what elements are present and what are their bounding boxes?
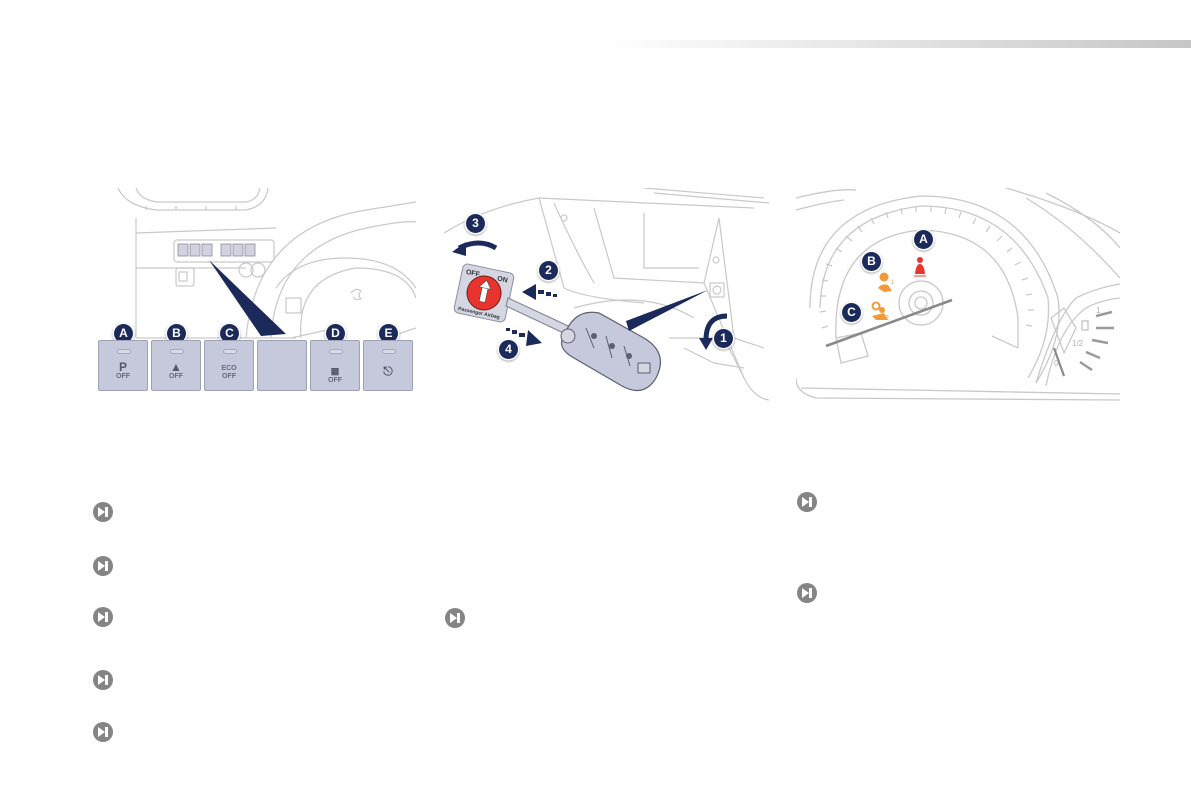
callout-b: B — [862, 252, 881, 271]
bullet-text — [826, 586, 1116, 600]
step-3-badge: 3 — [466, 214, 485, 233]
step-1-badge: 1 — [714, 329, 733, 348]
park-assist-off-icon: P — [118, 360, 127, 374]
fuel-half-label: 1/2 — [1072, 339, 1084, 348]
callout-c: C — [220, 324, 239, 343]
key-fob-icon — [560, 311, 662, 392]
eco-off-icon: ECO — [221, 365, 237, 372]
indicator-led — [329, 349, 343, 354]
switch-volumetric-alarm: ▩ OFF — [310, 340, 360, 391]
pointer-wedge — [209, 260, 286, 336]
bullet-arrow-icon — [93, 556, 113, 576]
callout-d: D — [326, 324, 345, 343]
bullet-arrow-icon — [445, 608, 465, 628]
callout-a: A — [914, 230, 933, 249]
switch-label: OFF — [116, 373, 130, 380]
fuel-empty-label: 0 — [1054, 359, 1059, 368]
figure-instrument-cluster: 1 1/2 0 1 2 A B C — [796, 188, 1120, 406]
switch-label: OFF — [328, 377, 342, 384]
indicator-led — [170, 349, 184, 354]
seatbelt-warning-icon — [914, 257, 926, 277]
pointer-wedge — [626, 290, 708, 331]
dashboard-line-art — [117, 188, 416, 339]
step-4-badge: 4 — [499, 340, 518, 359]
bullet-text — [122, 610, 412, 624]
fuel-full-label: 1 — [1096, 306, 1101, 315]
step-2-badge: 2 — [539, 261, 558, 280]
switch-eco: ECO OFF — [204, 340, 254, 391]
fuel-needle — [1052, 347, 1066, 377]
bullet-text — [122, 673, 412, 687]
glovebox-line-art: OFF ON Passenger Airbag — [444, 188, 769, 401]
figure-airbag-key-switch: OFF ON Passenger Airbag — [444, 188, 769, 404]
bullet-arrow-icon — [93, 607, 113, 627]
switch-lane-departure: ▲ OFF — [151, 340, 201, 391]
header-gradient-rule — [600, 40, 1191, 48]
fuel-pump-icon — [1081, 320, 1089, 331]
bullet-text — [826, 495, 1116, 509]
switch-off-label: OFF — [465, 269, 481, 279]
passenger-seatbelt-1-icon: 1 — [878, 272, 895, 292]
switch-park-assist: P OFF — [98, 340, 148, 391]
open-arrow-icon — [703, 313, 728, 341]
passenger-seatbelt-2-icon: 2 — [871, 301, 889, 322]
indicator-led — [382, 349, 396, 354]
needle — [825, 298, 953, 348]
airbag-switch: OFF ON Passenger Airbag — [453, 263, 515, 323]
svg-text:2: 2 — [885, 315, 889, 322]
switch-child-lock: ⎋ — [363, 340, 413, 391]
bullet-arrow-icon — [797, 583, 817, 603]
bullet-text — [122, 559, 412, 573]
child-lock-icon: ⎋ — [383, 364, 393, 378]
indicator-led — [223, 349, 237, 354]
bullet-arrow-icon — [93, 502, 113, 522]
insert-arrow-icon — [522, 284, 557, 300]
svg-text:1: 1 — [891, 280, 895, 286]
figure-dashboard-switches: A B C D E P OFF ▲ OFF ECO OFF ▩ OFF ⎋ — [96, 188, 416, 394]
bullet-arrow-icon — [93, 670, 113, 690]
callout-a: A — [114, 324, 133, 343]
bullet-text — [122, 725, 412, 739]
callout-b: B — [167, 324, 186, 343]
switch-label: OFF — [169, 373, 183, 380]
callout-c: C — [842, 303, 861, 322]
cluster-line-art: 1 1/2 0 1 2 — [796, 188, 1120, 401]
switch-on-label: ON — [496, 276, 508, 285]
bullet-arrow-icon — [797, 492, 817, 512]
remove-arrow-icon — [506, 328, 542, 346]
bullet-arrow-icon — [93, 722, 113, 742]
volumetric-alarm-off-icon: ▩ — [330, 366, 340, 376]
switch-label: OFF — [222, 373, 236, 380]
switch-blank — [257, 340, 307, 391]
bullet-text — [474, 611, 764, 625]
callout-e: E — [379, 324, 398, 343]
lane-departure-off-icon: ▲ — [170, 360, 182, 374]
indicator-led — [117, 349, 131, 354]
bullet-text — [122, 505, 412, 519]
